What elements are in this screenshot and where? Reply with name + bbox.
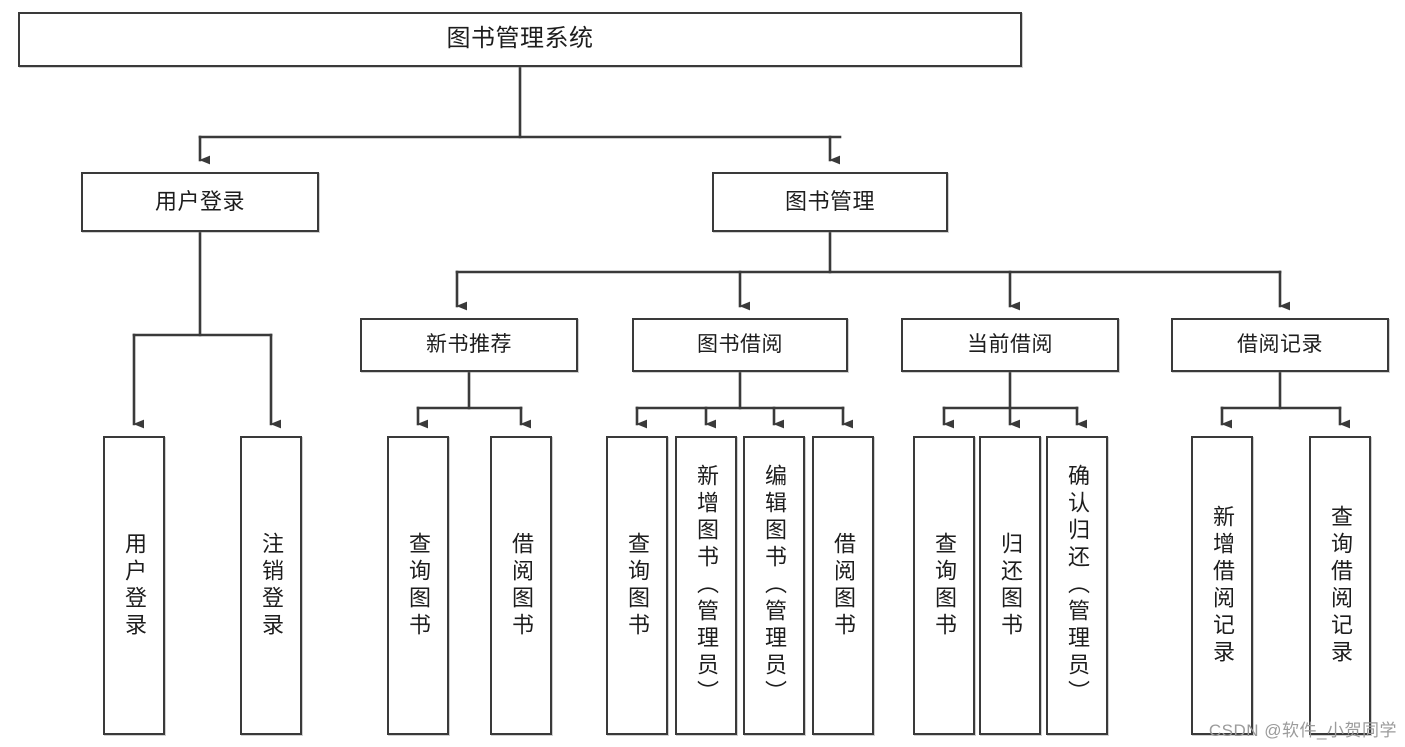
leaf-borrow-record-add-label: 新增借阅记录	[1210, 504, 1235, 667]
leaf-borrow-record-query-label: 查询借阅记录	[1328, 504, 1353, 667]
leaf-new-book-query[interactable]: 查询图书	[387, 436, 449, 735]
node-user-login[interactable]: 用户登录	[81, 172, 319, 232]
node-borrow-record-label: 借阅记录	[1237, 332, 1323, 356]
leaf-book-borrow-query-label: 查询图书	[625, 531, 650, 640]
csdn-watermark: CSDN @软件_小贺同学	[1208, 721, 1397, 740]
leaf-book-borrow-add-label: 新增图书（管理员）	[694, 464, 719, 707]
leaf-new-book-borrow-label: 借阅图书	[509, 531, 534, 640]
leaf-user-login-logout[interactable]: 注销登录	[240, 436, 302, 735]
leaf-user-login-login[interactable]: 用户登录	[103, 436, 165, 735]
leaf-current-borrow-return-label: 归还图书	[998, 531, 1023, 640]
node-book-borrow[interactable]: 图书借阅	[632, 318, 848, 372]
node-user-login-label: 用户登录	[154, 189, 245, 215]
leaf-book-borrow-borrow[interactable]: 借阅图书	[812, 436, 874, 735]
leaf-current-borrow-query-label: 查询图书	[932, 531, 957, 640]
leaf-borrow-record-add[interactable]: 新增借阅记录	[1191, 436, 1253, 735]
leaf-current-borrow-query[interactable]: 查询图书	[913, 436, 975, 735]
node-root-system[interactable]: 图书管理系统	[18, 12, 1022, 67]
leaf-book-borrow-query[interactable]: 查询图书	[606, 436, 668, 735]
node-new-book-recommend[interactable]: 新书推荐	[360, 318, 578, 372]
leaf-book-borrow-borrow-label: 借阅图书	[831, 531, 856, 640]
node-borrow-record[interactable]: 借阅记录	[1171, 318, 1389, 372]
leaf-book-borrow-edit[interactable]: 编辑图书（管理员）	[743, 436, 805, 735]
leaf-user-login-login-label: 用户登录	[122, 531, 147, 640]
node-root-system-label: 图书管理系统	[446, 25, 594, 53]
node-book-management-label: 图书管理	[784, 189, 875, 215]
leaf-current-borrow-confirm-return-label: 确认归还（管理员）	[1065, 464, 1090, 707]
leaf-book-borrow-add[interactable]: 新增图书（管理员）	[675, 436, 737, 735]
leaf-new-book-query-label: 查询图书	[406, 531, 431, 640]
node-current-borrow-label: 当前借阅	[967, 332, 1053, 356]
leaf-current-borrow-confirm-return[interactable]: 确认归还（管理员）	[1046, 436, 1108, 735]
leaf-borrow-record-query[interactable]: 查询借阅记录	[1309, 436, 1371, 735]
leaf-new-book-borrow[interactable]: 借阅图书	[490, 436, 552, 735]
node-new-book-recommend-label: 新书推荐	[426, 332, 512, 356]
node-book-borrow-label: 图书借阅	[697, 332, 783, 356]
leaf-user-login-logout-label: 注销登录	[259, 531, 284, 640]
node-current-borrow[interactable]: 当前借阅	[901, 318, 1119, 372]
node-book-management[interactable]: 图书管理	[712, 172, 948, 232]
leaf-current-borrow-return[interactable]: 归还图书	[979, 436, 1041, 735]
leaf-book-borrow-edit-label: 编辑图书（管理员）	[762, 464, 787, 707]
